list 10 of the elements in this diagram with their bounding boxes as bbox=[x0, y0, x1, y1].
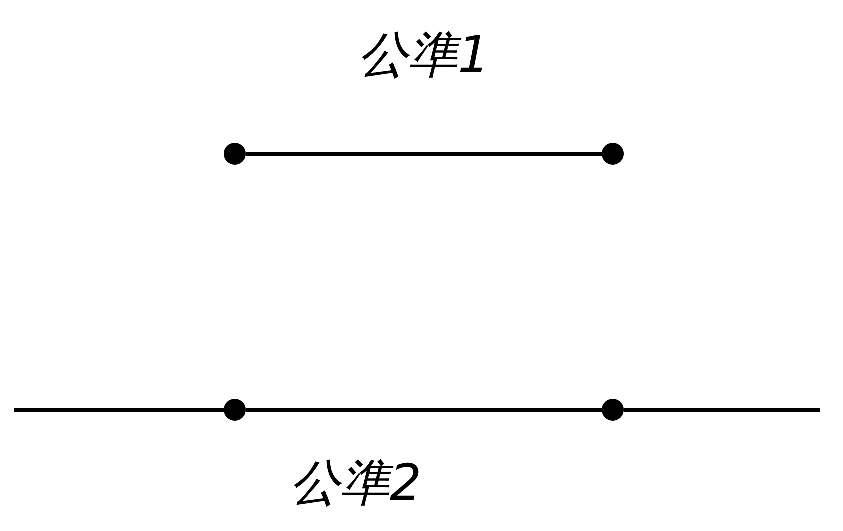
line-segment bbox=[246, 152, 602, 156]
point-dot bbox=[224, 399, 246, 421]
point-dot bbox=[602, 399, 624, 421]
point-dot bbox=[224, 143, 246, 165]
postulate-label: 公準2 bbox=[290, 458, 422, 508]
postulate-label: 公準1 bbox=[358, 30, 490, 80]
line-segment bbox=[246, 408, 602, 412]
line-segment bbox=[14, 408, 224, 412]
point-dot bbox=[602, 143, 624, 165]
line-segment bbox=[624, 408, 820, 412]
